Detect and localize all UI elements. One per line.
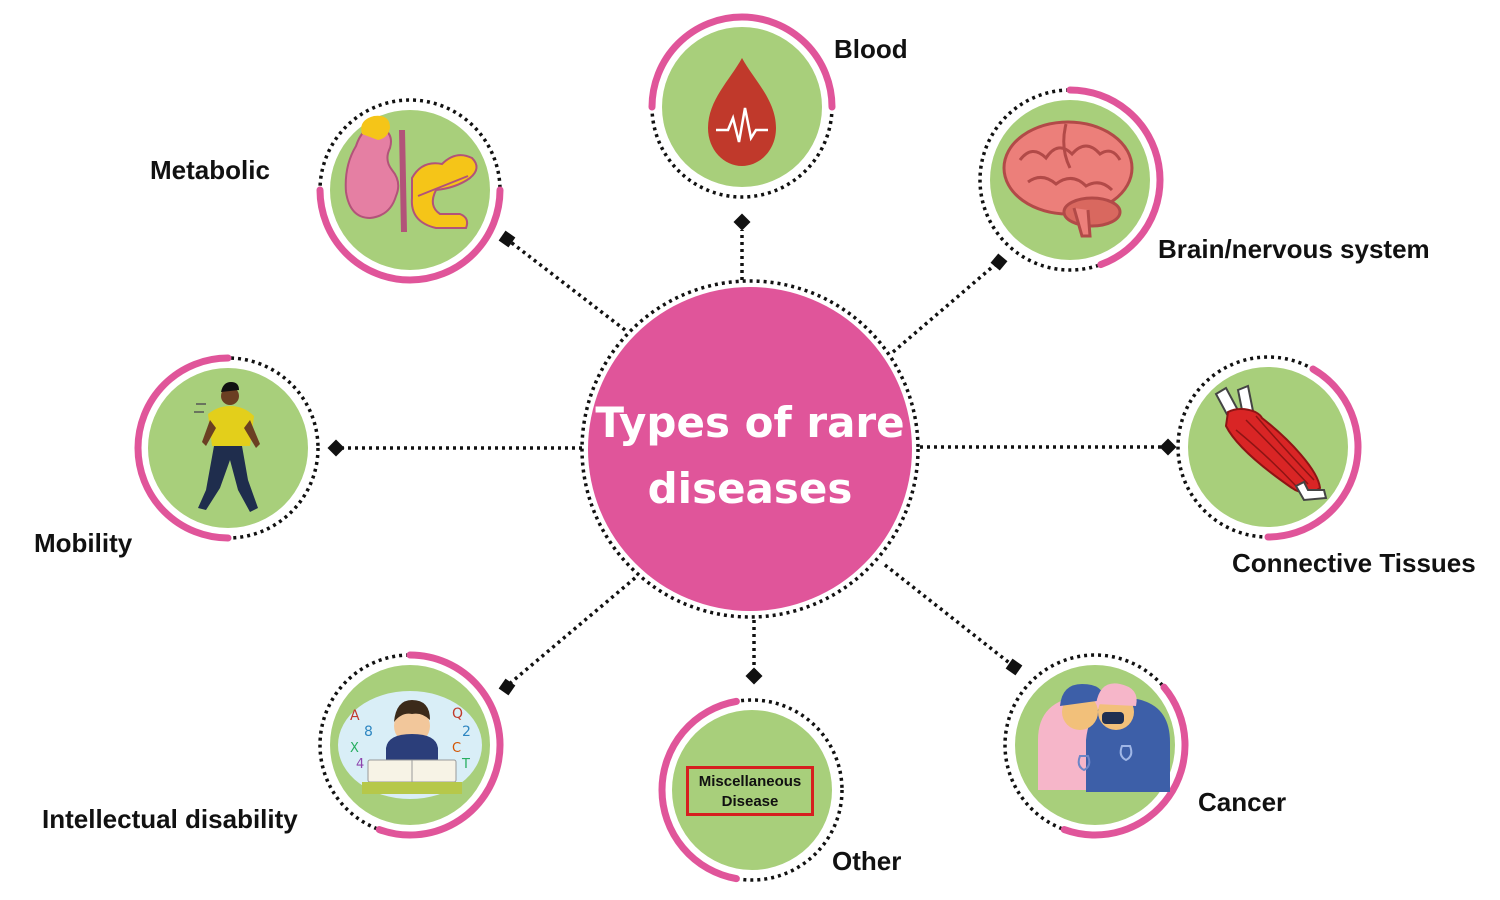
svg-text:C: C <box>452 741 461 756</box>
svg-text:A: A <box>350 708 360 724</box>
miscellaneous-box: Miscellaneous Disease <box>686 766 814 816</box>
node-ring-accent <box>658 697 740 883</box>
node-ring-accent <box>648 13 836 111</box>
node-ring-accent <box>1060 683 1189 839</box>
connector-end-metabolic <box>498 230 516 248</box>
svg-text:X: X <box>350 741 359 756</box>
connector-end-cancer <box>1005 658 1023 676</box>
kidney-pancreas-icon <box>344 115 478 233</box>
label-metabolic: Metabolic <box>150 155 270 185</box>
center-node <box>580 279 920 619</box>
connector-end-other <box>745 667 763 685</box>
connector-metabolic <box>506 238 627 332</box>
svg-text:2: 2 <box>462 724 471 740</box>
walking-person-icon <box>194 382 260 512</box>
node-fill <box>672 710 832 870</box>
label-other: Other <box>832 846 902 876</box>
connector-end-mobility <box>327 439 345 457</box>
svg-text:4: 4 <box>356 757 364 772</box>
connector-intellectual <box>506 576 637 687</box>
blood-drop-icon <box>708 58 776 166</box>
brain-icon <box>1002 120 1134 238</box>
confused-student-icon: A 8 X 4 Q 2 C T <box>338 691 482 799</box>
node-other <box>658 697 844 883</box>
label-connective-tissues: Connective Tissues <box>1232 548 1476 578</box>
label-intellectual-disability: Intellectual disability <box>42 804 298 834</box>
connector-endpoints <box>327 213 1177 696</box>
connectors <box>338 230 1165 687</box>
label-cancer: Cancer <box>1198 787 1287 817</box>
node-ring-accent <box>1066 86 1164 269</box>
node-ring-accent <box>316 186 504 284</box>
svg-text:Q: Q <box>452 706 463 722</box>
label-blood: Blood <box>834 34 908 64</box>
label-mobility: Mobility <box>34 528 133 558</box>
connector-end-connective <box>1159 438 1177 456</box>
connector-brain <box>891 261 999 354</box>
node-ring-accent <box>134 354 232 542</box>
connector-end-brain <box>990 253 1008 271</box>
svg-text:8: 8 <box>364 724 373 740</box>
muscle-icon <box>1214 384 1328 502</box>
svg-text:T: T <box>461 757 470 772</box>
cancer-support-icon <box>1038 683 1170 792</box>
connector-end-blood <box>733 213 751 231</box>
connector-end-intellectual <box>498 678 516 696</box>
node-ring-accent <box>375 651 504 839</box>
center-title: Types of rare diseases <box>595 398 905 513</box>
center-circle <box>588 287 912 611</box>
connector-cancer <box>883 563 1014 667</box>
node-ring-accent <box>1264 365 1362 541</box>
label-brain: Brain/nervous system <box>1158 234 1430 264</box>
